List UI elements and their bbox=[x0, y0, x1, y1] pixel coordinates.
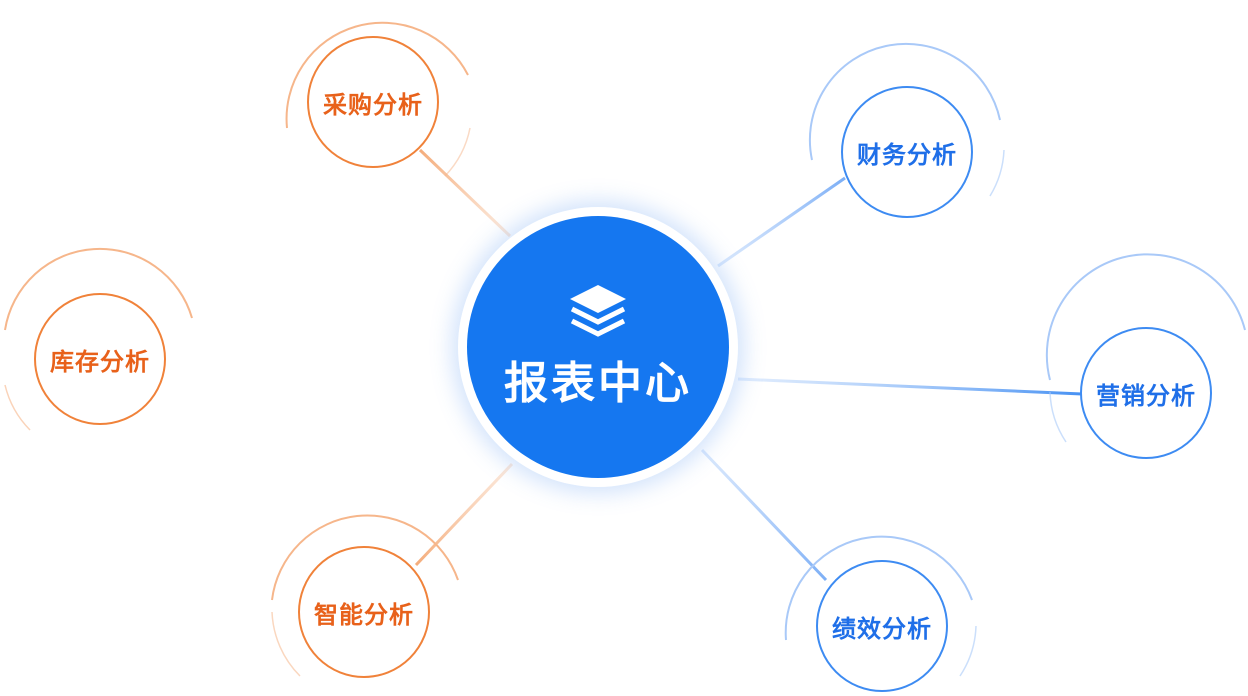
outer-ring-intelligence-bottom bbox=[271, 611, 301, 677]
node-intelligence-analysis[interactable]: 智能分析 bbox=[298, 546, 430, 678]
outer-ring-inventory-bottom bbox=[4, 384, 31, 431]
connector-procurement bbox=[418, 148, 512, 238]
outer-ring-marketing bbox=[1045, 253, 1246, 381]
outer-ring-marketing-left bbox=[1049, 391, 1067, 443]
outer-ring-procurement-right bbox=[444, 127, 471, 177]
outer-ring-intelligence bbox=[271, 514, 459, 601]
outer-ring-finance-right bbox=[989, 149, 1005, 197]
node-finance-analysis[interactable]: 财务分析 bbox=[841, 86, 973, 218]
connector-finance bbox=[717, 176, 846, 268]
node-label: 财务分析 bbox=[857, 140, 957, 169]
outer-ring-performance bbox=[784, 535, 973, 641]
node-label: 库存分析 bbox=[50, 347, 150, 376]
node-label: 营销分析 bbox=[1096, 381, 1196, 410]
node-label: 绩效分析 bbox=[832, 614, 932, 643]
connector-intelligence bbox=[414, 462, 514, 567]
report-center-hub: 报表中心 bbox=[458, 207, 738, 487]
node-label: 智能分析 bbox=[314, 600, 414, 629]
report-center-title: 报表中心 bbox=[504, 358, 692, 409]
outer-ring-inventory bbox=[4, 247, 193, 331]
node-marketing-analysis[interactable]: 营销分析 bbox=[1080, 327, 1212, 459]
outer-ring-procurement bbox=[285, 21, 469, 129]
outer-ring-performance-right bbox=[959, 625, 977, 677]
node-inventory-analysis[interactable]: 库存分析 bbox=[34, 293, 166, 425]
layers-icon bbox=[570, 285, 626, 337]
report-center-button[interactable]: 报表中心 bbox=[467, 216, 729, 478]
node-performance-analysis[interactable]: 绩效分析 bbox=[816, 560, 948, 692]
connector-marketing bbox=[737, 377, 1083, 396]
node-label: 采购分析 bbox=[323, 90, 423, 119]
outer-ring-finance bbox=[808, 42, 1001, 161]
node-procurement-analysis[interactable]: 采购分析 bbox=[307, 36, 439, 168]
connector-performance bbox=[700, 448, 828, 582]
